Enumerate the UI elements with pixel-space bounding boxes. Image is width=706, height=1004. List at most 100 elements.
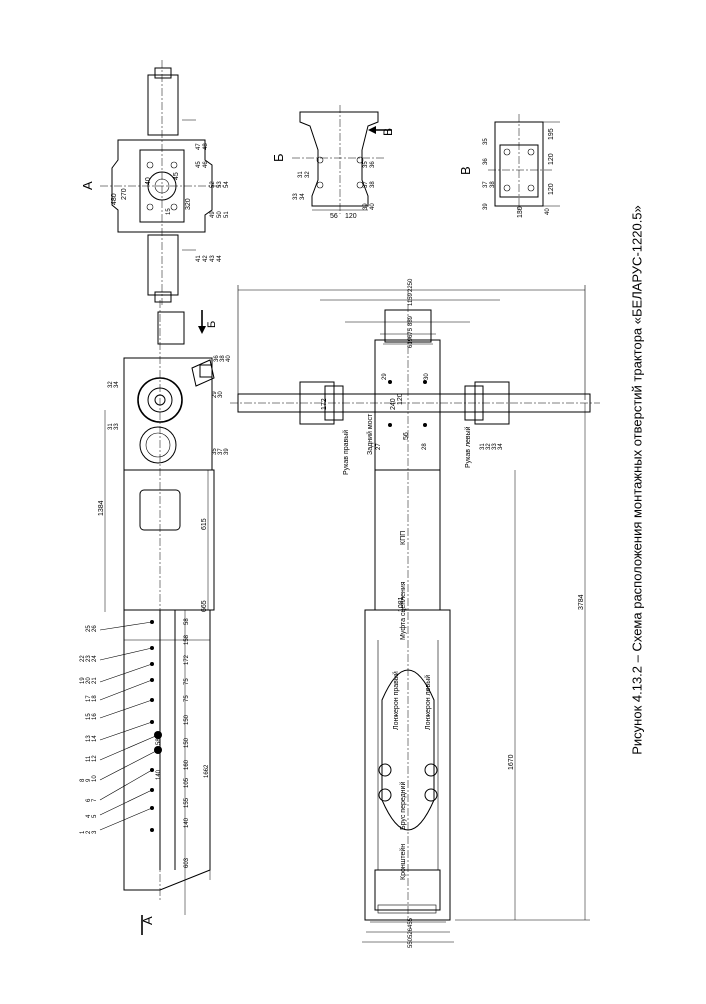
side-hole-21: 21 xyxy=(92,677,98,684)
plan-hole-31: 31 xyxy=(480,443,486,450)
view-v-hole-39: 39 xyxy=(483,203,489,210)
view-v-dim-120b: 120 xyxy=(548,183,555,195)
view-a-dim-270: 270 xyxy=(121,188,128,200)
plan-dim-550: 550 xyxy=(408,937,414,948)
side-hole-23: 23 xyxy=(86,655,92,662)
plan-hole-29: 29 xyxy=(382,373,388,380)
side-dim-58-inner: 58 xyxy=(156,738,162,745)
plan-dim-675: 675 xyxy=(408,327,414,338)
view-v-dim-120a: 120 xyxy=(548,153,555,165)
plan-label-left-spar: Лонжерон левый xyxy=(424,675,432,730)
side-leader-lines xyxy=(99,621,159,831)
plan-dim-240: 240 xyxy=(390,398,397,410)
side-hole-8: 8 xyxy=(80,778,86,782)
side-hole-4: 4 xyxy=(86,814,92,818)
side-dim-615: 615 xyxy=(201,518,208,530)
view-a-dim-320: 320 xyxy=(185,198,192,210)
plan-frame xyxy=(364,609,451,921)
side-hole-17: 17 xyxy=(86,695,92,702)
side-hole-20: 20 xyxy=(86,677,92,684)
view-a-hole-50: 50 xyxy=(217,211,223,218)
side-hole-13: 13 xyxy=(86,735,92,742)
view-b: Б 56 120 31 32 33 34 35 36 37 38 39 40 В xyxy=(271,105,395,220)
view-a: А 480 270 40 45 320 47 48 45 46 52 53 54… xyxy=(80,60,230,305)
view-a-hole-49: 49 xyxy=(210,211,216,218)
view-a-hole-42: 42 xyxy=(203,255,209,262)
side-dim-1384: 1384 xyxy=(98,500,105,516)
plan-label-bracket: Кронштейн xyxy=(399,844,407,880)
plan-rear-axle-body xyxy=(374,339,441,471)
side-dim-160: 160 xyxy=(184,759,190,770)
side-upper-hole-29: 29 xyxy=(212,391,218,398)
view-v-hole-36: 36 xyxy=(483,158,489,165)
view-v-label: В xyxy=(458,166,473,175)
plan-dim-1670: 1670 xyxy=(508,754,515,770)
view-b-hole-38: 38 xyxy=(370,181,376,188)
view-a-hole-52: 52 xyxy=(210,181,216,188)
side-hole-25: 25 xyxy=(86,625,92,632)
plan-hole-34: 34 xyxy=(498,443,504,450)
view-a-hole-51: 51 xyxy=(224,211,230,218)
view-b-dim-120: 120 xyxy=(345,213,357,220)
view-a-hole-43: 43 xyxy=(210,255,216,262)
side-upper-hole-33: 33 xyxy=(114,423,120,430)
side-upper-hole-36: 36 xyxy=(214,355,220,362)
view-v: В 195 120 120 130 35 36 37 38 39 40 xyxy=(458,114,560,218)
view-a-hole-54: 54 xyxy=(224,181,230,188)
side-b-arrow-label: Б xyxy=(206,321,218,328)
view-a-tube-bottom xyxy=(147,234,179,296)
view-b-dim-56: 56 xyxy=(330,213,338,220)
side-dim-665: 665 xyxy=(201,600,208,612)
view-a-hole-46: 46 xyxy=(203,161,209,168)
view-b-hole-39: 39 xyxy=(363,203,369,210)
side-hole-18: 18 xyxy=(92,695,98,702)
plan-label-gearbox: КПП xyxy=(400,531,407,545)
view-a-dim-480: 480 xyxy=(111,193,118,205)
side-dim-140: 140 xyxy=(184,817,190,828)
side-hole-19: 19 xyxy=(80,677,86,684)
view-b-hole-37: 37 xyxy=(363,181,369,188)
side-hole-11: 11 xyxy=(86,755,92,762)
side-hole-24: 24 xyxy=(92,655,98,662)
view-b-arrow-label: В xyxy=(381,128,395,136)
plan-label-rear-axle: Задний мост xyxy=(366,413,374,455)
side-upper-hole-35: 35 xyxy=(212,448,218,455)
side-upper-hole-38: 38 xyxy=(220,355,226,362)
view-b-hole-33: 33 xyxy=(293,193,299,200)
side-hole-10: 10 xyxy=(92,775,98,782)
side-upper-hole-39: 39 xyxy=(224,448,230,455)
plan-dim-56: 56 xyxy=(403,432,410,440)
side-upper-hole-37: 37 xyxy=(218,448,224,455)
side-hole-1: 1 xyxy=(80,830,86,834)
side-dim-150b: 150 xyxy=(184,737,190,748)
side-upper-hole-34: 34 xyxy=(114,381,120,388)
side-frame xyxy=(123,609,211,891)
view-a-label: А xyxy=(80,181,95,190)
plan-front-bracket xyxy=(374,869,441,911)
plan-dim-455: 455 xyxy=(408,917,414,928)
view-v-hole-40: 40 xyxy=(545,208,551,215)
view-a-hole-44: 44 xyxy=(217,255,223,262)
view-b-label: Б xyxy=(271,153,286,162)
side-dim-1662: 1662 xyxy=(204,764,210,778)
side-hole-6: 6 xyxy=(86,798,92,802)
side-rear-axle-housing xyxy=(123,357,213,471)
plan-dim-3784: 3784 xyxy=(578,594,585,610)
side-dim-150a: 150 xyxy=(184,714,190,725)
plan-dim-1081: 1081 xyxy=(398,596,405,612)
view-a-dim-40: 40 xyxy=(145,177,152,185)
side-dim-140-inner: 140 xyxy=(156,769,162,780)
side-hole-16: 16 xyxy=(92,713,98,720)
plan-hole-33: 33 xyxy=(492,443,498,450)
view-a-hole-48: 48 xyxy=(203,143,209,150)
figure-caption: Рисунок 4.13.2 – Схема расположения монт… xyxy=(629,205,645,755)
view-v-hole-35: 35 xyxy=(483,138,489,145)
side-hole-7: 7 xyxy=(92,798,98,802)
side-upper-hole-31: 31 xyxy=(108,423,114,430)
view-b-hole-40: 40 xyxy=(370,203,376,210)
plan-label-left-sleeve: Рукав левый xyxy=(464,426,472,468)
plan-hole-27: 27 xyxy=(376,443,382,450)
plan-dim-889: 889 xyxy=(408,315,414,326)
